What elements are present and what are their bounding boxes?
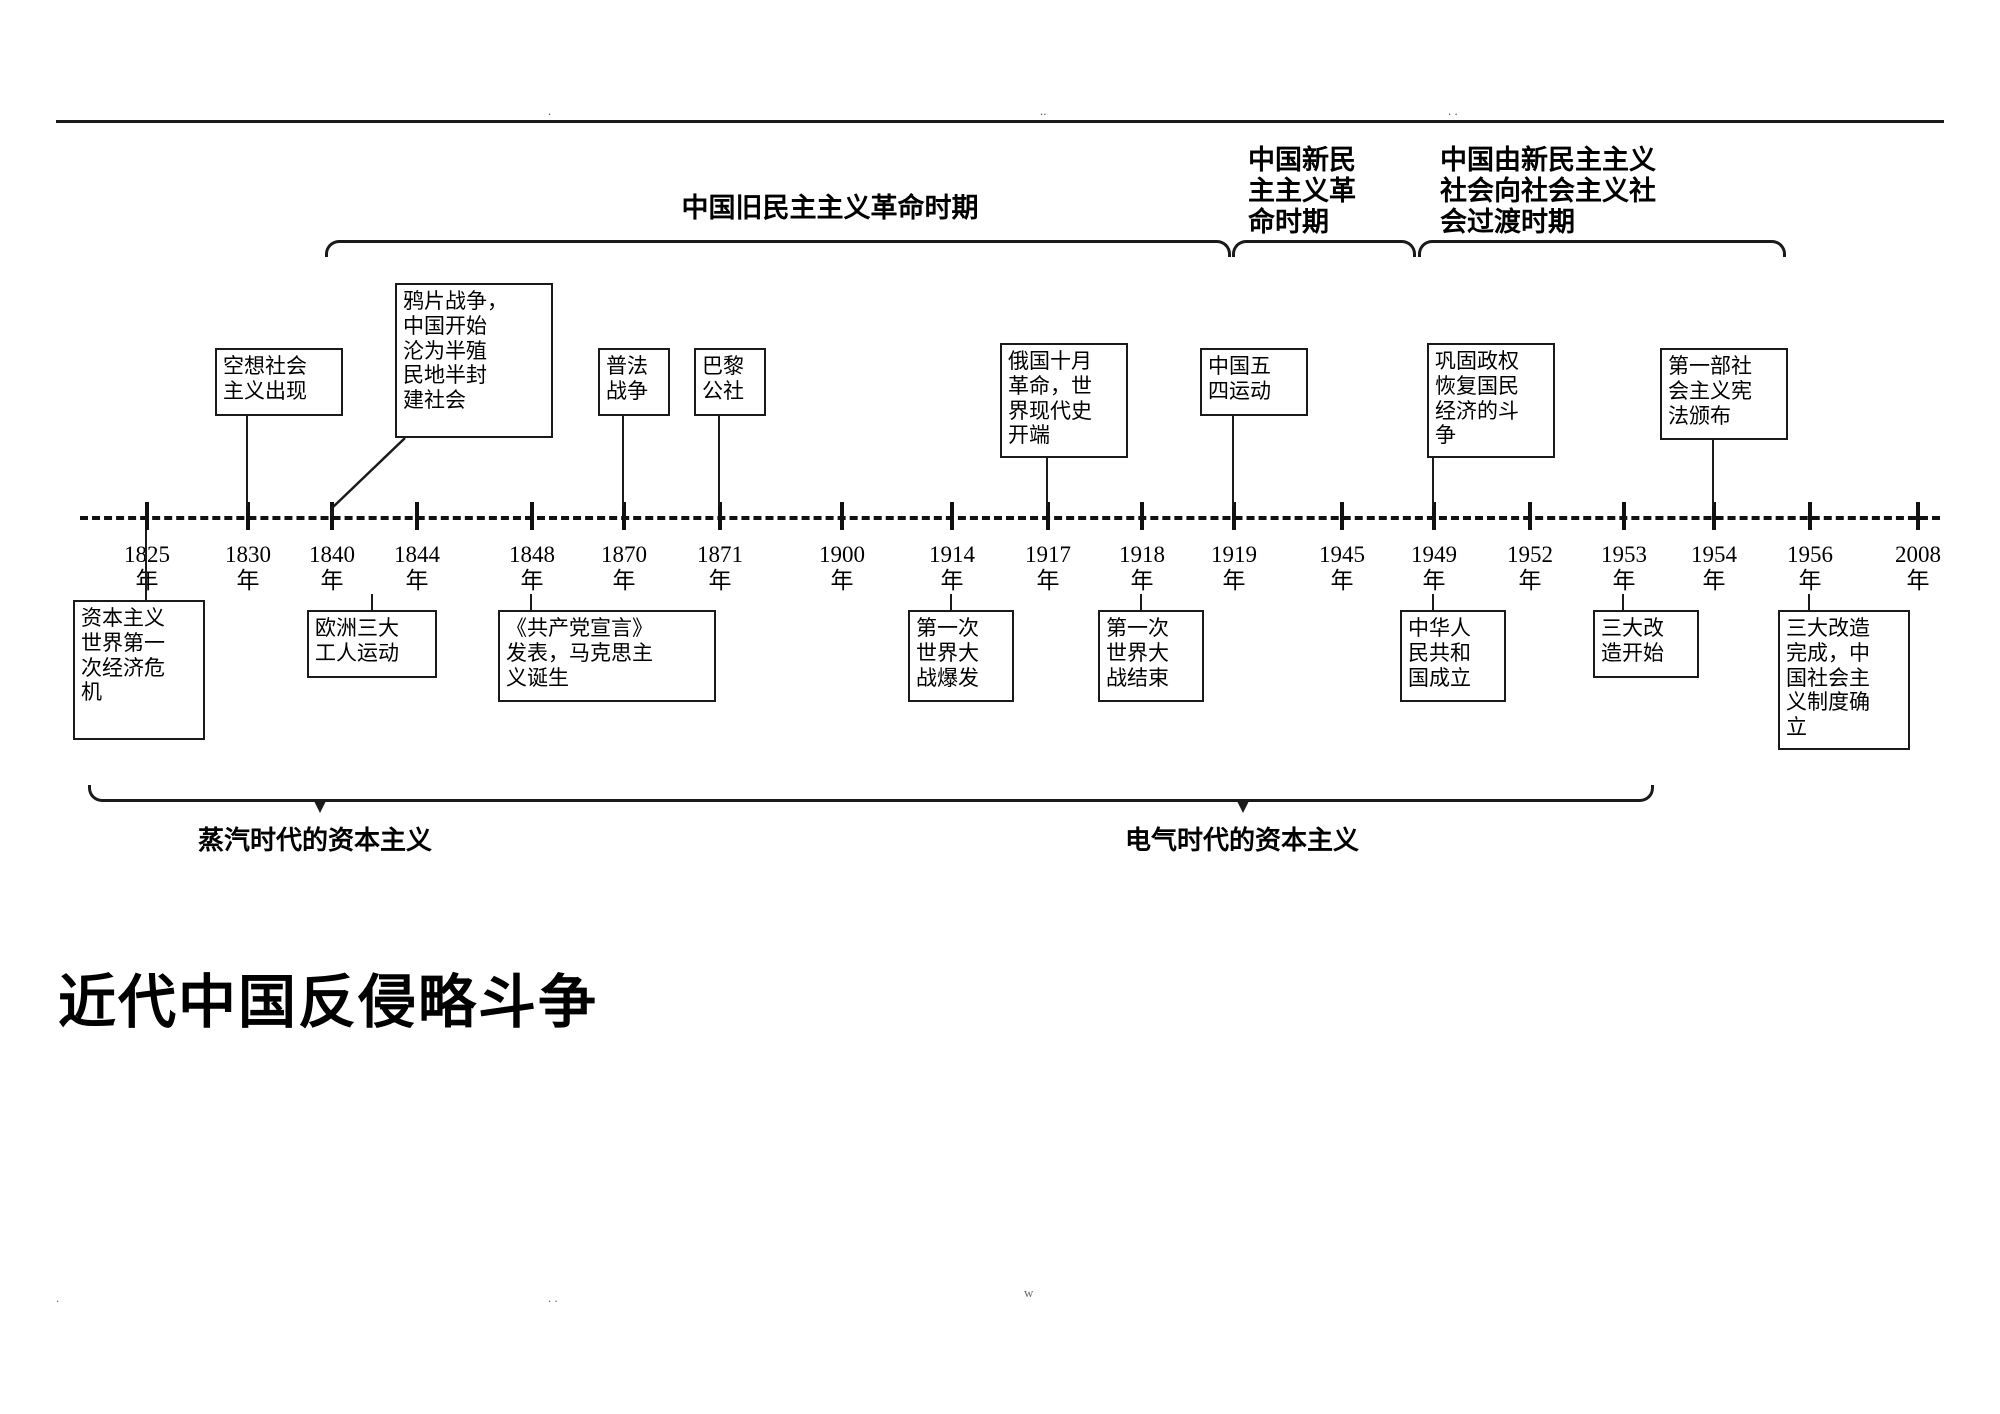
- event-stem-1956: [1808, 594, 1810, 610]
- event-box-1953: 三大改 造开始: [1593, 610, 1699, 678]
- event-stem-1825: [145, 530, 147, 600]
- event-box-1949-above: 巩固政权 恢复国民 经济的斗 争: [1427, 343, 1555, 458]
- year-label-1848: 1848 年: [509, 542, 555, 593]
- tick-1918: [1140, 502, 1144, 530]
- year-label-1918: 1918 年: [1119, 542, 1165, 593]
- tick-1900: [840, 502, 844, 530]
- event-stem-1949-above: [1432, 458, 1434, 506]
- rule-mark-1: .: [548, 103, 552, 118]
- rule-mark-3: . .: [1448, 103, 1458, 118]
- year-label-1830: 1830 年: [225, 542, 271, 593]
- event-stem-1919: [1232, 416, 1234, 506]
- rule-mark-2: ..: [1040, 103, 1047, 118]
- foot-mark-3: w: [1024, 1285, 1034, 1300]
- tick-1844: [415, 502, 419, 530]
- event-box-1830: 空想社会 主义出现: [215, 348, 343, 416]
- event-box-1914: 第一次 世界大 战爆发: [908, 610, 1014, 702]
- event-stem-1830: [246, 416, 248, 506]
- tick-1870: [622, 502, 626, 530]
- year-label-1954: 1954 年: [1691, 542, 1737, 593]
- tick-1949: [1432, 502, 1436, 530]
- foot-mark-2: . .: [548, 1290, 558, 1305]
- bracket-tip-steam: [313, 799, 327, 813]
- event-stem-1917: [1046, 458, 1048, 506]
- year-label-1844: 1844 年: [394, 542, 440, 593]
- year-label-1952: 1952 年: [1507, 542, 1553, 593]
- bracket-tip-electrical: [1236, 799, 1250, 813]
- event-box-1825: 资本主义 世界第一 次经济危 机: [73, 600, 205, 740]
- bracket-label-electrical: 电气时代的资本主义: [1124, 826, 1359, 855]
- event-box-1848: 《共产党宣言》 发表，马克思主 义诞生: [498, 610, 716, 702]
- event-stem-1949-below: [1432, 594, 1434, 610]
- timeline-axis: [80, 516, 1940, 520]
- period-label-transition: 中国由新民主主义 社会向社会主义社 会过渡时期: [1440, 145, 1656, 237]
- event-connector-1840: [330, 437, 406, 516]
- event-stem-1870: [622, 416, 624, 506]
- tick-1956: [1808, 502, 1812, 530]
- year-label-1871: 1871 年: [697, 542, 743, 593]
- year-label-1900: 1900 年: [819, 542, 865, 593]
- bracket-new-democratic: [1232, 240, 1416, 257]
- tick-1914: [950, 502, 954, 530]
- event-box-1954: 第一部社 会主义宪 法颁布: [1660, 348, 1788, 440]
- year-label-1949: 1949 年: [1411, 542, 1457, 593]
- tick-1825: [145, 502, 149, 530]
- event-stem-1918: [1140, 594, 1142, 610]
- tick-1954: [1712, 502, 1716, 530]
- tick-1871: [718, 502, 722, 530]
- event-box-1917: 俄国十月 革命，世 界现代史 开端: [1000, 343, 1128, 458]
- event-box-1844: 欧洲三大 工人运动: [307, 610, 437, 678]
- event-stem-1848: [530, 594, 532, 610]
- year-label-1953: 1953 年: [1601, 542, 1647, 593]
- year-label-1919: 1919 年: [1211, 542, 1257, 593]
- event-box-1918: 第一次 世界大 战结束: [1098, 610, 1204, 702]
- year-label-1840: 1840 年: [309, 542, 355, 593]
- top-horizontal-rule: [56, 120, 1944, 123]
- period-label-new-democratic: 中国新民 主主义革 命时期: [1248, 145, 1356, 237]
- event-stem-1914: [950, 594, 952, 610]
- event-box-1949-below: 中华人 民共和 国成立: [1400, 610, 1506, 702]
- tick-1917: [1046, 502, 1050, 530]
- tick-1952: [1528, 502, 1532, 530]
- year-label-1870: 1870 年: [601, 542, 647, 593]
- event-box-1840: 鸦片战争， 中国开始 沦为半殖 民地半封 建社会: [395, 283, 553, 438]
- event-stem-1871: [718, 416, 720, 506]
- event-box-1956: 三大改造 完成，中 国社会主 义制度确 立: [1778, 610, 1910, 750]
- year-label-2008: 2008 年: [1895, 542, 1941, 593]
- year-label-1825: 1825 年: [124, 542, 170, 593]
- tick-2008: [1916, 502, 1920, 530]
- event-box-1871: 巴黎 公社: [694, 348, 766, 416]
- page-title: 近代中国反侵略斗争: [58, 968, 599, 1036]
- tick-1919: [1232, 502, 1236, 530]
- bracket-old-democratic: [325, 240, 1231, 257]
- tick-1848: [530, 502, 534, 530]
- period-label-old-democratic: 中国旧民主主义革命时期: [681, 193, 979, 223]
- tick-1840: [330, 502, 334, 530]
- event-stem-1954: [1712, 440, 1714, 506]
- bracket-capitalism-eras: [88, 785, 1654, 802]
- tick-1953: [1622, 502, 1626, 530]
- bracket-transition: [1418, 240, 1786, 257]
- year-label-1956: 1956 年: [1787, 542, 1833, 593]
- year-label-1945: 1945 年: [1319, 542, 1365, 593]
- foot-mark-1: .: [56, 1290, 60, 1305]
- year-label-1914: 1914 年: [929, 542, 975, 593]
- event-box-1870: 普法 战争: [598, 348, 670, 416]
- event-stem-1953: [1622, 594, 1624, 610]
- event-stem-1844: [371, 594, 373, 610]
- event-box-1919: 中国五 四运动: [1200, 348, 1308, 416]
- tick-1945: [1340, 502, 1344, 530]
- tick-1830: [246, 502, 250, 530]
- year-label-1917: 1917 年: [1025, 542, 1071, 593]
- bracket-label-steam: 蒸汽时代的资本主义: [197, 826, 432, 855]
